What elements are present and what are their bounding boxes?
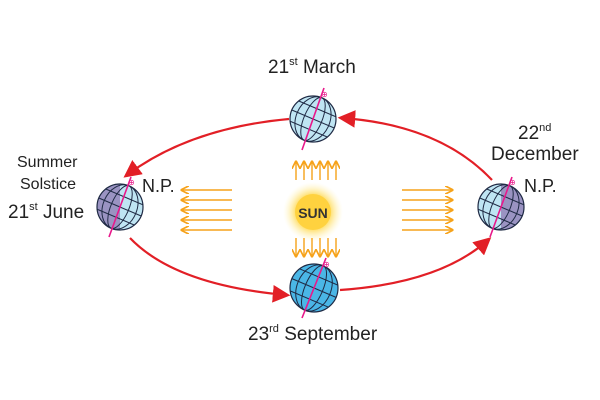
label-september: 23rd September xyxy=(248,323,378,345)
label-north-pole-june: N.P. xyxy=(142,176,175,196)
earth-june-globe: ⊕ xyxy=(94,176,146,238)
earth-september-globe: ⊕ xyxy=(287,257,341,319)
sun-rays-down xyxy=(296,238,336,256)
sun-rays-right xyxy=(402,190,452,230)
svg-text:⊕: ⊕ xyxy=(128,178,135,187)
orbit-path xyxy=(123,110,493,303)
earth-december-globe: ⊕ xyxy=(475,176,527,238)
label-june: 21st June xyxy=(8,201,85,223)
orbit-arrow-september-to-december xyxy=(339,237,492,292)
sun: SUN xyxy=(283,182,343,242)
label-december-month: December xyxy=(491,144,579,165)
sun-rays-up xyxy=(296,162,336,180)
svg-text:⊕: ⊕ xyxy=(323,260,330,269)
orbit-arrow-june-to-september xyxy=(129,237,291,303)
earth-march-globe: ⊕ xyxy=(287,87,339,151)
sun-rays-left xyxy=(182,190,232,230)
label-north-pole-december: N.P. xyxy=(524,176,557,196)
orbit-arrow-december-to-march xyxy=(337,110,493,181)
label-december-date: 22nd xyxy=(518,122,552,144)
label-march: 21st March xyxy=(268,56,356,78)
svg-text:⊕: ⊕ xyxy=(321,90,328,99)
label-solstice: Solstice xyxy=(20,176,77,193)
sun-label: SUN xyxy=(298,205,328,221)
svg-text:⊕: ⊕ xyxy=(509,178,516,187)
label-summer: Summer xyxy=(17,154,78,171)
orbit-arrow-march-to-june xyxy=(123,117,290,178)
